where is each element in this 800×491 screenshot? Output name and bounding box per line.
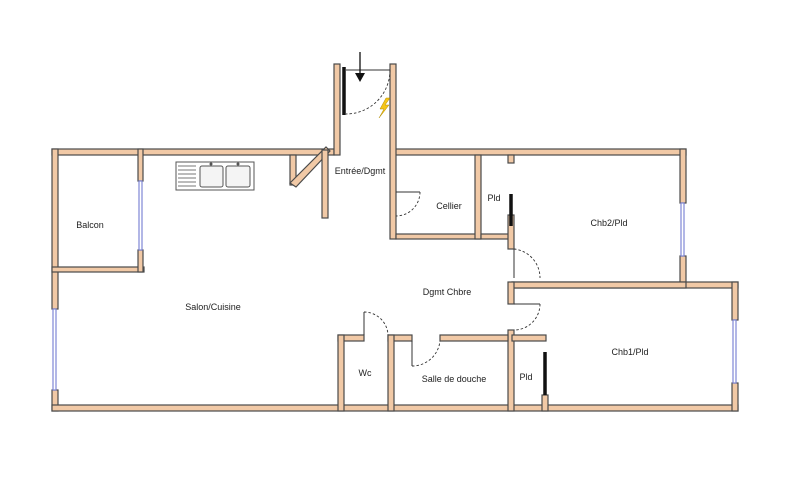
wall-balcon-bottom — [51, 266, 145, 273]
door-cellier-arc — [395, 191, 421, 217]
arrow-down-icon — [355, 52, 365, 82]
door-sdd-arc — [411, 340, 441, 367]
door-wc-arc — [363, 311, 389, 336]
window-chb1 — [732, 319, 737, 384]
wall-entry-right — [389, 63, 397, 240]
label-cellier: Cellier — [436, 201, 462, 211]
wall-chb1-right-upper — [731, 281, 739, 321]
wall-corridor-right-2 — [507, 329, 515, 412]
label-salon: Salon/Cuisine — [185, 302, 241, 312]
label-pld-bottom: Pld — [519, 372, 532, 382]
label-entree: Entrée/Dgmt — [335, 166, 386, 176]
wall-wc-right — [387, 334, 395, 412]
wall-top-right — [393, 148, 687, 156]
door-chb1-arc — [513, 303, 541, 331]
wall-top-left — [51, 148, 335, 156]
door-chb2-arc — [513, 248, 541, 279]
wall-entry-left — [333, 63, 341, 156]
wall-diagonal — [289, 146, 331, 188]
label-chb1: Chb1/Pld — [611, 347, 648, 357]
window-chb2 — [680, 202, 685, 257]
wall-chb1-right-lower — [731, 382, 739, 412]
wall-corridor-right-1 — [507, 281, 515, 305]
walls — [51, 63, 739, 412]
label-chb2: Chb2/Pld — [590, 218, 627, 228]
wall-balcon-right-low — [137, 249, 144, 273]
label-wc: Wc — [359, 368, 372, 378]
wall-chb2-right-upper — [679, 148, 687, 204]
wall-balcon-right — [137, 148, 144, 182]
lightning-bolt-icon — [378, 97, 391, 119]
windows — [52, 67, 737, 395]
room-labels: Entrée/Dgmt Cellier Pld Chb2/Pld Balcon … — [76, 166, 648, 384]
wall-entry-stub — [321, 149, 329, 219]
wall-sdd-top — [439, 334, 509, 342]
label-sdd: Salle de douche — [422, 374, 487, 384]
window-salon-left — [52, 308, 57, 391]
wall-cellier-bottom — [395, 233, 481, 240]
window-balcon — [138, 180, 143, 251]
wall-pld-top-right — [507, 154, 515, 164]
wall-bottom — [51, 404, 739, 412]
wall-left-upper — [51, 148, 59, 310]
label-pld-top: Pld — [487, 193, 500, 203]
wall-wc-left — [337, 334, 345, 412]
wall-pld-bottom-right — [541, 394, 549, 412]
wall-chb2-bottom — [511, 281, 687, 289]
wall-cellier-right — [474, 154, 482, 240]
double-sink-icon — [175, 161, 255, 191]
doors — [345, 69, 541, 367]
label-dgmt-chbre: Dgmt Chbre — [423, 287, 472, 297]
label-balcon: Balcon — [76, 220, 104, 230]
wall-pld-bottom-top — [511, 334, 547, 342]
